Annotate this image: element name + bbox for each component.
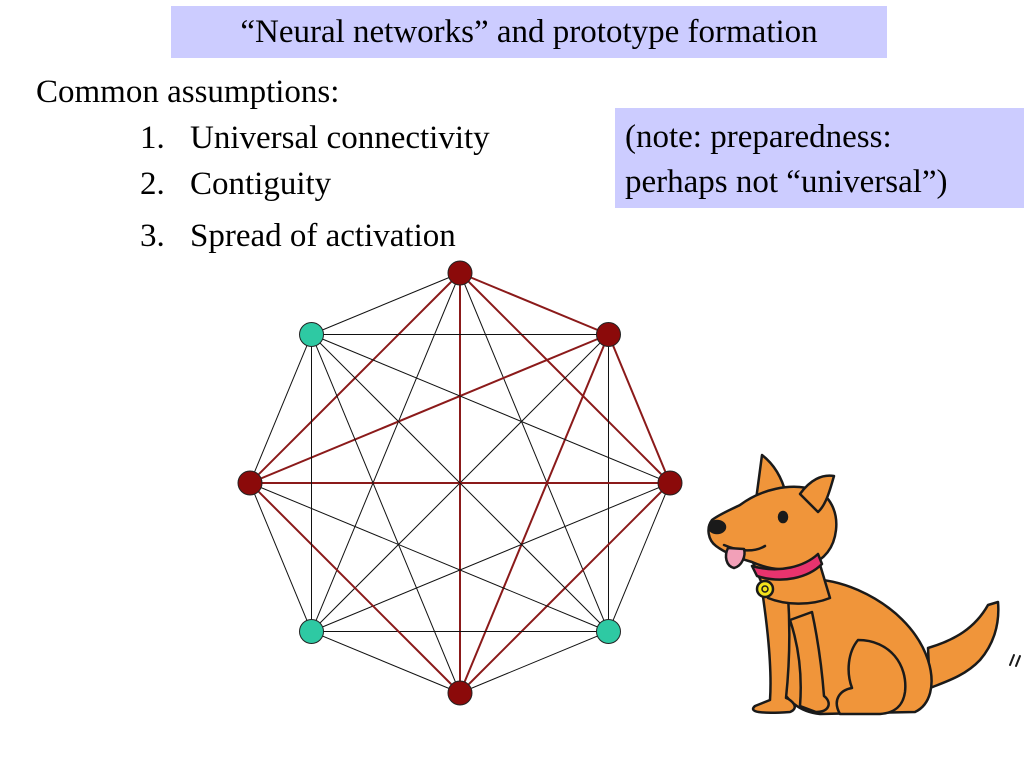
active-node [237, 470, 263, 496]
connection [459, 631, 609, 694]
inactive-node [595, 618, 621, 644]
assumptions-heading: Common assumptions: [36, 74, 340, 110]
connection [249, 482, 609, 632]
assumption-text: Universal connectivity [190, 120, 490, 156]
assumption-number: 1. [140, 120, 165, 156]
connection [311, 272, 461, 335]
active-node [657, 470, 683, 496]
connection [311, 334, 609, 632]
inactive-node [299, 322, 325, 348]
active-node [447, 680, 473, 706]
connection [311, 482, 671, 632]
active-connection [459, 334, 610, 694]
connection [459, 272, 609, 632]
assumption-item-3: 3. Spread of activation [140, 216, 456, 256]
inactive-node [299, 618, 325, 644]
connection [608, 482, 671, 632]
connection [311, 334, 671, 484]
assumption-item-2: 2. Contiguity [140, 164, 331, 204]
connection [311, 272, 461, 632]
network-edges [249, 272, 671, 694]
connection [249, 334, 312, 484]
connection [311, 334, 461, 694]
assumption-text: Spread of activation [190, 218, 456, 254]
active-connection [607, 334, 671, 484]
note-box: (note: preparedness: perhaps not “univer… [615, 108, 1024, 208]
active-connection [459, 272, 609, 336]
assumption-text: Contiguity [190, 166, 332, 202]
network-nodes [237, 260, 683, 706]
active-connection [249, 333, 609, 484]
connection [249, 482, 312, 632]
active-node [447, 260, 473, 286]
assumption-number: 2. [140, 166, 165, 202]
slide-title: “Neural networks” and prototype formatio… [171, 6, 887, 58]
note-line-1: (note: preparedness: [625, 119, 892, 155]
assumption-number: 3. [140, 218, 165, 254]
connection [311, 631, 461, 694]
active-node [595, 322, 621, 348]
dog-icon [707, 453, 1021, 716]
note-line-2: perhaps not “universal”) [625, 164, 948, 200]
assumption-item-1: 1. Universal connectivity [140, 118, 490, 158]
active-connection [249, 482, 461, 694]
